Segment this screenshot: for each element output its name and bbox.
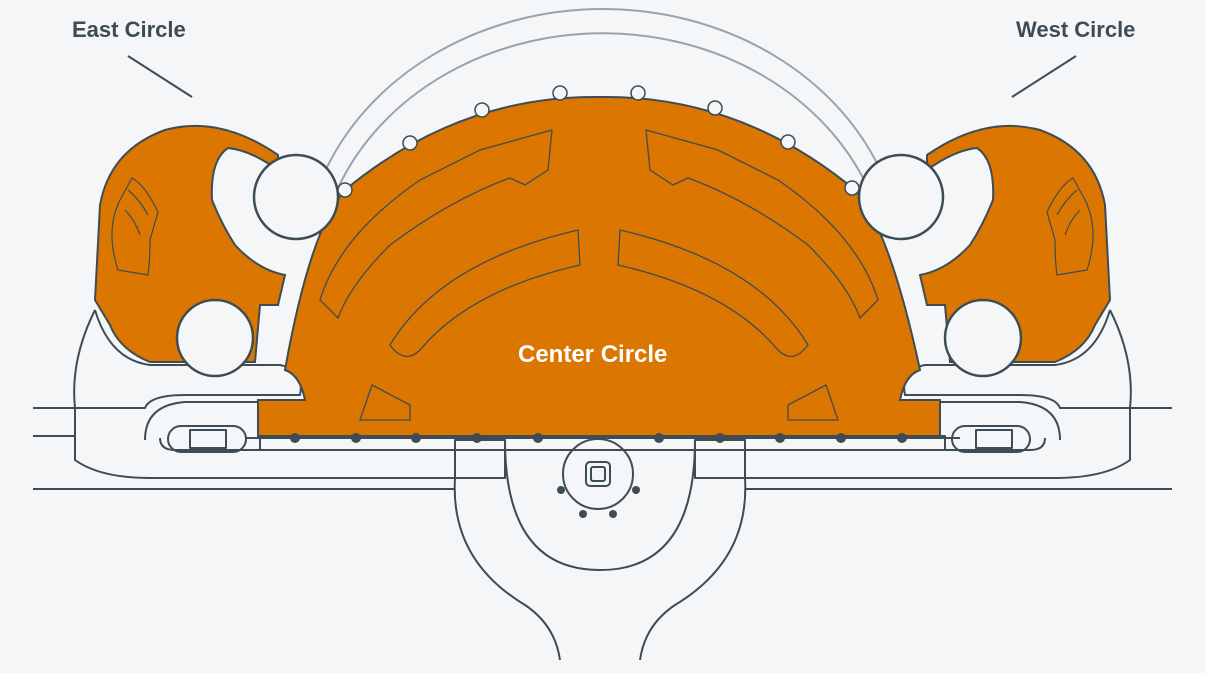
turntable[interactable] <box>562 438 634 510</box>
west-circle-label: West Circle <box>1016 17 1136 42</box>
entry-box-left <box>454 439 506 479</box>
center-lift[interactable] <box>585 461 611 487</box>
center-circle-label: Center Circle <box>518 341 668 368</box>
east-seating-block <box>111 177 159 276</box>
west-pointer <box>1011 55 1077 98</box>
entry-bowl-outer <box>453 477 747 661</box>
center-right-wedge <box>787 384 839 421</box>
east-circle-section[interactable] <box>93 124 287 363</box>
outer-arc-inner <box>337 32 869 189</box>
west-seating-block <box>1046 177 1094 276</box>
center-right-outer-block <box>645 129 879 320</box>
stage-surround-left <box>74 408 455 479</box>
entry-box-right <box>694 439 746 479</box>
entry-bowl-inner <box>504 439 696 571</box>
center-right-inner-block <box>617 229 809 357</box>
center-left-inner-block <box>389 229 581 357</box>
stage-surround-right <box>745 408 1131 479</box>
east-lower-wing <box>73 309 302 409</box>
west-upper-pod[interactable] <box>857 153 945 241</box>
floor-line-left <box>33 407 455 490</box>
east-pointer <box>127 55 193 98</box>
runway-right-inner <box>975 429 1013 449</box>
runway-left-inner <box>189 429 227 449</box>
east-upper-pod[interactable] <box>252 153 340 241</box>
floor-line-right <box>745 407 1172 490</box>
east-circle-label: East Circle <box>72 17 186 42</box>
west-lower-pod[interactable] <box>943 298 1023 378</box>
west-lower-wing <box>903 309 1132 409</box>
center-left-outer-block <box>319 129 553 320</box>
center-circle-section[interactable] <box>257 95 941 437</box>
center-left-wedge <box>359 384 411 421</box>
east-lower-pod[interactable] <box>175 298 255 378</box>
outer-arc <box>321 8 885 179</box>
